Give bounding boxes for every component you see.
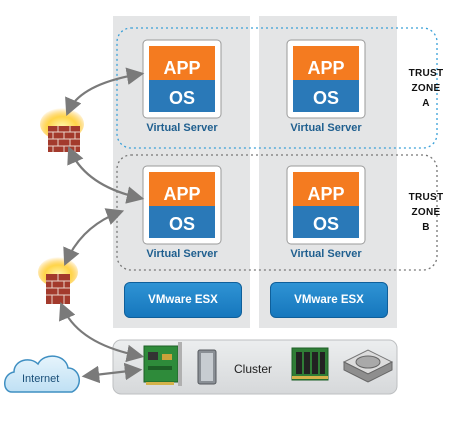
cluster-label: Cluster	[234, 362, 273, 376]
zone-b-line3: B	[422, 222, 430, 233]
vm-icon-1	[142, 39, 222, 119]
arrow-firewall2-to-zone-b	[63, 208, 125, 267]
vm4-app-text: APP	[307, 184, 344, 204]
vm4-os-text: OS	[313, 214, 339, 234]
vmware-esx-box-2: VMware ESX	[270, 282, 388, 318]
internet-cloud-icon	[4, 355, 80, 393]
zone-b-line2: ZONE	[411, 207, 441, 218]
memory-module-icon	[291, 347, 329, 381]
zone-b-line1: TRUST	[408, 192, 444, 203]
arrow-firewall2-to-cluster	[59, 301, 145, 363]
zone-a-line2: ZONE	[411, 83, 441, 94]
vmware-esx-box-1: VMware ESX	[124, 282, 242, 318]
vm1-app-text: APP	[163, 58, 200, 78]
vm-icon-4	[286, 165, 366, 245]
hard-drive-icon	[342, 349, 394, 383]
internet-label: Internet	[22, 373, 60, 385]
vm4-server-label: Virtual Server	[290, 248, 362, 260]
arrow-firewall1-to-zone-a	[65, 67, 145, 117]
vm-icon-3	[142, 165, 222, 245]
vm3-app-text: APP	[163, 184, 200, 204]
zone-b-label: TRUST ZONE B	[396, 190, 456, 235]
firewall-icon-1	[40, 108, 84, 152]
zone-a-line3: A	[422, 98, 430, 109]
vm1-server-label: Virtual Server	[146, 122, 218, 134]
zone-a-label: TRUST ZONE A	[396, 66, 456, 111]
vm2-os-text: OS	[313, 88, 339, 108]
vm3-os-text: OS	[169, 214, 195, 234]
vm2-server-label: Virtual Server	[290, 122, 362, 134]
trust-zone-a	[116, 27, 438, 149]
vm3-server-label: Virtual Server	[146, 248, 218, 260]
arrow-internet-to-cluster	[81, 362, 143, 384]
vm2-app-text: APP	[307, 58, 344, 78]
zone-a-line1: TRUST	[408, 68, 444, 79]
cpu-icon	[197, 349, 217, 385]
vm1-os-text: OS	[169, 88, 195, 108]
vm-icon-2	[286, 39, 366, 119]
firewall-icon-2	[38, 257, 78, 304]
nic-card-icon	[143, 342, 182, 386]
arrow-firewall1-to-zone-b	[67, 145, 145, 204]
